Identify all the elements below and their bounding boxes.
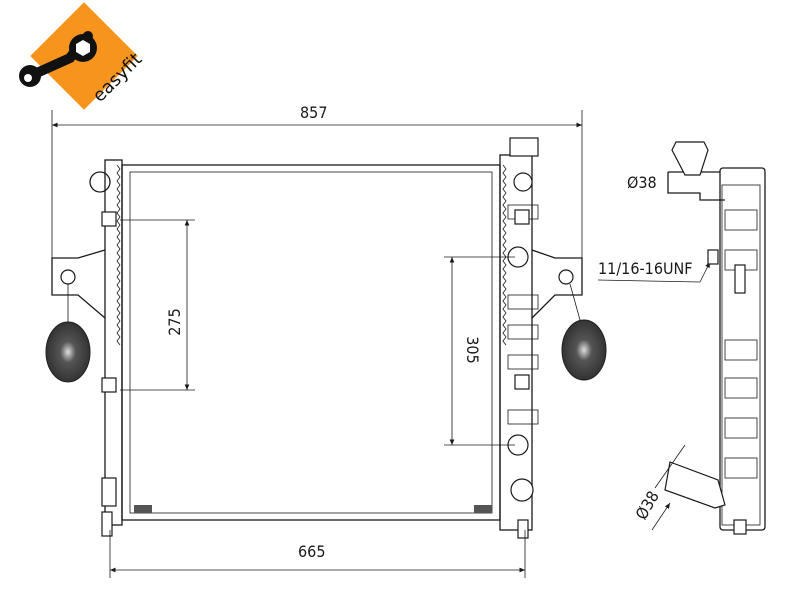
rubber-mount-left [45,321,91,383]
filler-cap [509,137,539,157]
bottom-hose-diameter-label: Ø38 [632,488,663,523]
radiator-side-view: Ø38 11/16-16UNF Ø38 [597,141,766,535]
overall-width-dimension: 857 [51,103,583,290]
easyfit-logo: easyfit [19,2,146,110]
overall-width-label: 857 [300,103,327,122]
top-hose-diameter-label: Ø38 [627,173,657,192]
left-mount-spacing-label: 275 [165,308,184,335]
right-port-spacing-dimension: 305 [444,256,515,446]
thread-spec-label: 11/16-16UNF [598,259,693,278]
rubber-mount-right [561,319,607,381]
core-width-dimension: 665 [109,530,526,578]
radiator-front-view [45,137,607,539]
right-port-spacing-label: 305 [463,336,482,363]
core-width-label: 665 [298,542,325,561]
left-mount-spacing-dimension: 275 [120,219,195,391]
